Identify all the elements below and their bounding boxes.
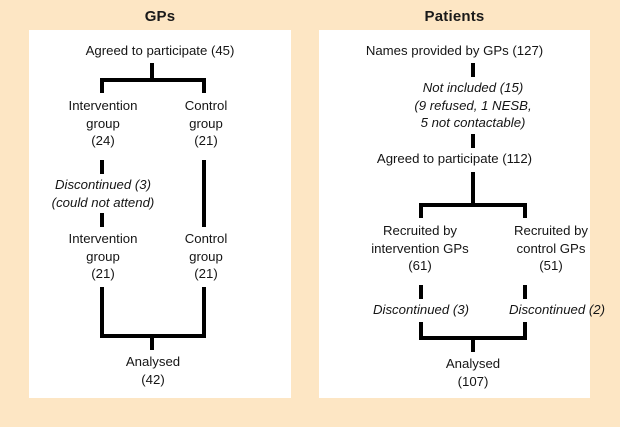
gps-connector-left-stub-2 bbox=[100, 213, 104, 227]
gps-node-control-2: Control group (21) bbox=[184, 231, 228, 282]
patients-panel-title: Patients bbox=[424, 8, 485, 25]
patients-connector-split-stem bbox=[471, 172, 475, 204]
gps-panel bbox=[29, 30, 291, 398]
patients-connector-stub-1 bbox=[471, 63, 475, 77]
patients-connector-merge-stem bbox=[471, 336, 475, 352]
gps-connector-right-long bbox=[202, 160, 206, 227]
gps-connector-merge-stem bbox=[150, 334, 154, 350]
gps-connector-left-stub-1 bbox=[100, 160, 104, 174]
gps-node-intervention-1: Intervention group (24) bbox=[68, 98, 138, 149]
patients-connector-right-stub bbox=[523, 285, 527, 299]
gps-node-agreed: Agreed to participate (45) bbox=[85, 43, 235, 58]
patients-node-agreed: Agreed to participate (112) bbox=[376, 151, 533, 166]
gps-connector-split-left bbox=[100, 78, 104, 93]
patients-connector-merge-left bbox=[419, 322, 423, 340]
gps-connector-split-right bbox=[202, 78, 206, 93]
gps-node-discontinued: Discontinued (3) (could not attend) bbox=[51, 177, 155, 210]
patients-connector-merge-right bbox=[523, 322, 527, 340]
patients-connector-stub-2 bbox=[471, 134, 475, 148]
patients-node-control: Recruited by control GPs (51) bbox=[513, 223, 589, 274]
patients-node-intervention: Recruited by intervention GPs (61) bbox=[371, 223, 469, 274]
patients-connector-split-bar bbox=[419, 203, 527, 207]
patients-node-discontinued-left: Discontinued (3) bbox=[372, 302, 470, 317]
patients-node-excluded: Not included (15) (9 refused, 1 NESB, 5 … bbox=[414, 80, 532, 131]
gps-connector-merge-right bbox=[202, 287, 206, 338]
gps-connector-merge-left bbox=[100, 287, 104, 338]
gps-panel-title: GPs bbox=[144, 8, 176, 25]
patients-connector-split-right bbox=[523, 203, 527, 218]
patients-node-discontinued-right: Discontinued (2) bbox=[508, 302, 606, 317]
gps-node-intervention-2: Intervention group (21) bbox=[68, 231, 138, 282]
gps-connector-top-stem bbox=[150, 63, 154, 79]
gps-node-control-1: Control group (21) bbox=[184, 98, 228, 149]
gps-node-analysed: Analysed (42) bbox=[125, 354, 181, 387]
patients-node-analysed: Analysed (107) bbox=[445, 356, 501, 389]
patients-connector-split-left bbox=[419, 203, 423, 218]
gps-connector-split-bar bbox=[100, 78, 206, 82]
patients-node-names: Names provided by GPs (127) bbox=[365, 43, 544, 58]
patients-connector-left-stub bbox=[419, 285, 423, 299]
